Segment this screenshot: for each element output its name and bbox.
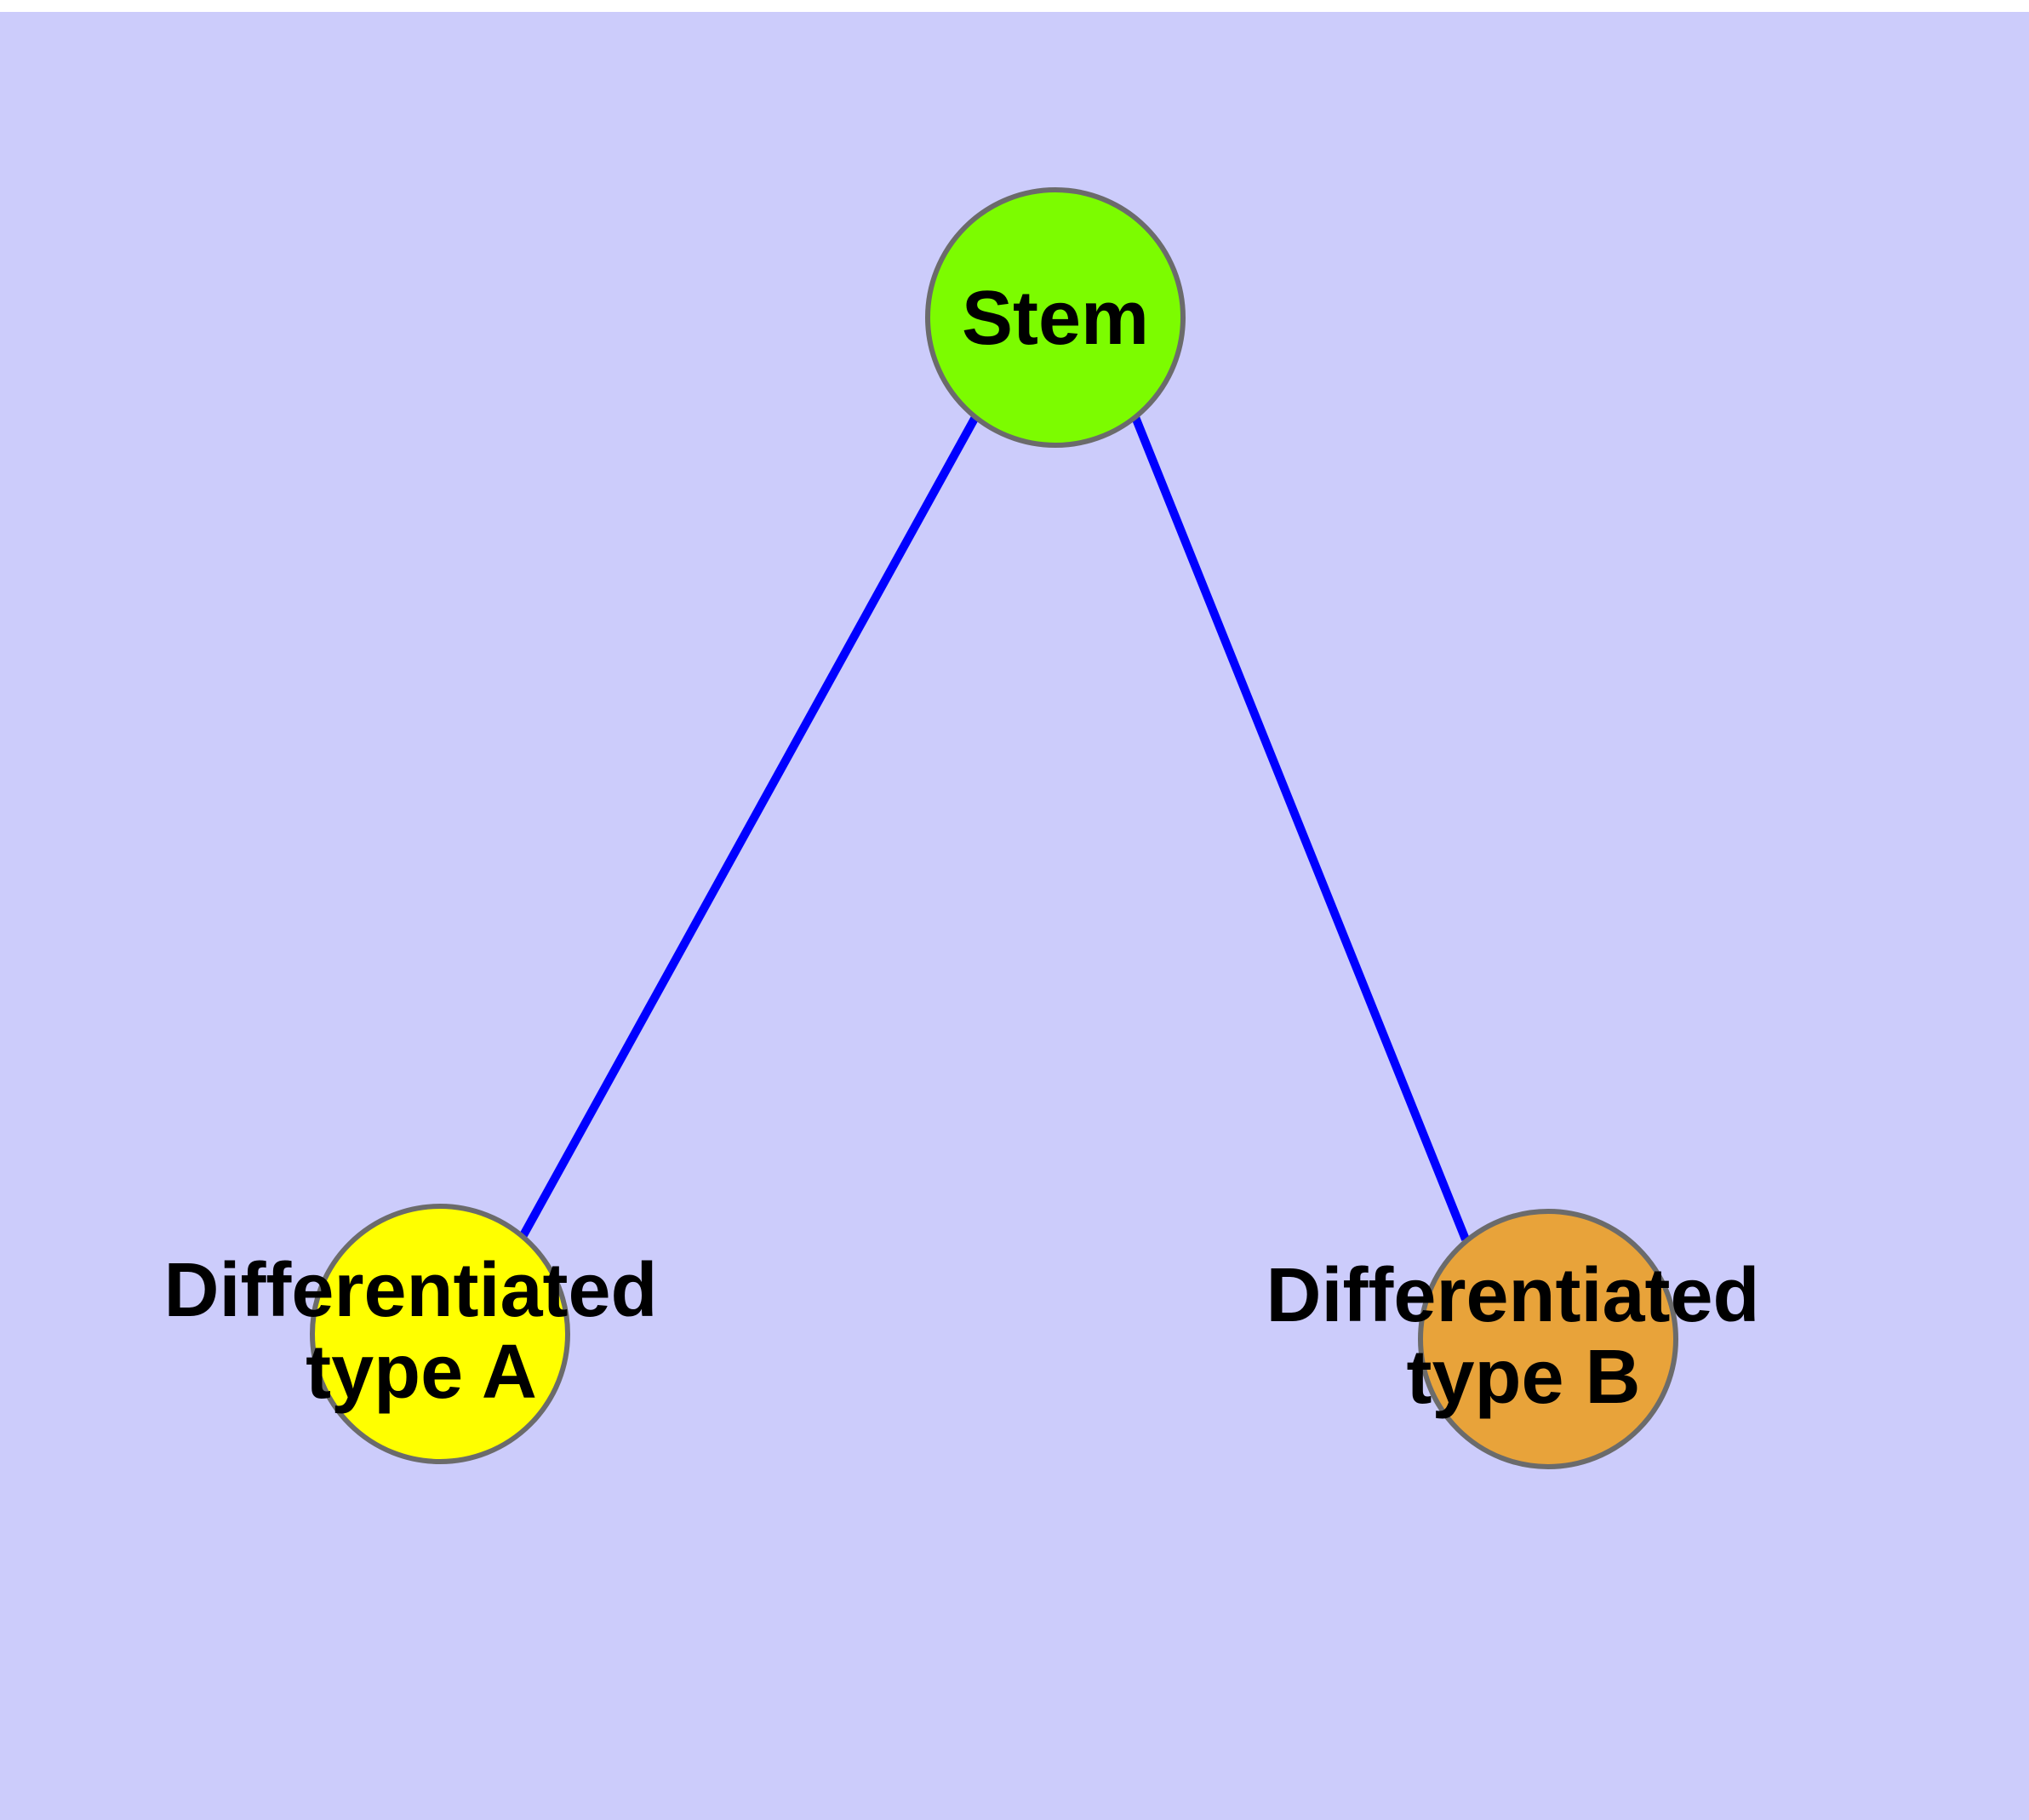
node-stem-label: Stem — [962, 276, 1149, 361]
edge-stem-to-differentiated-type-a[interactable] — [519, 415, 980, 1238]
edge-layer — [519, 415, 1470, 1241]
node-differentiated-type-b-label: Differentiated type B — [1266, 1253, 1780, 1420]
node-differentiated-type-a[interactable]: Differentiated type A — [163, 1204, 678, 1464]
node-stem[interactable]: Stem — [925, 187, 1186, 448]
node-stem-circle[interactable] — [925, 187, 1186, 448]
node-layer: Stem Differentiated type A Differentiate… — [163, 187, 1780, 1469]
node-differentiated-type-b[interactable]: Differentiated type B — [1266, 1209, 1780, 1469]
edge-stem-to-differentiated-type-b[interactable] — [1131, 415, 1470, 1241]
node-differentiated-type-b-circle[interactable] — [1418, 1209, 1678, 1469]
node-differentiated-type-a-label: Differentiated type A — [163, 1248, 678, 1415]
node-differentiated-type-a-circle[interactable] — [310, 1204, 570, 1464]
